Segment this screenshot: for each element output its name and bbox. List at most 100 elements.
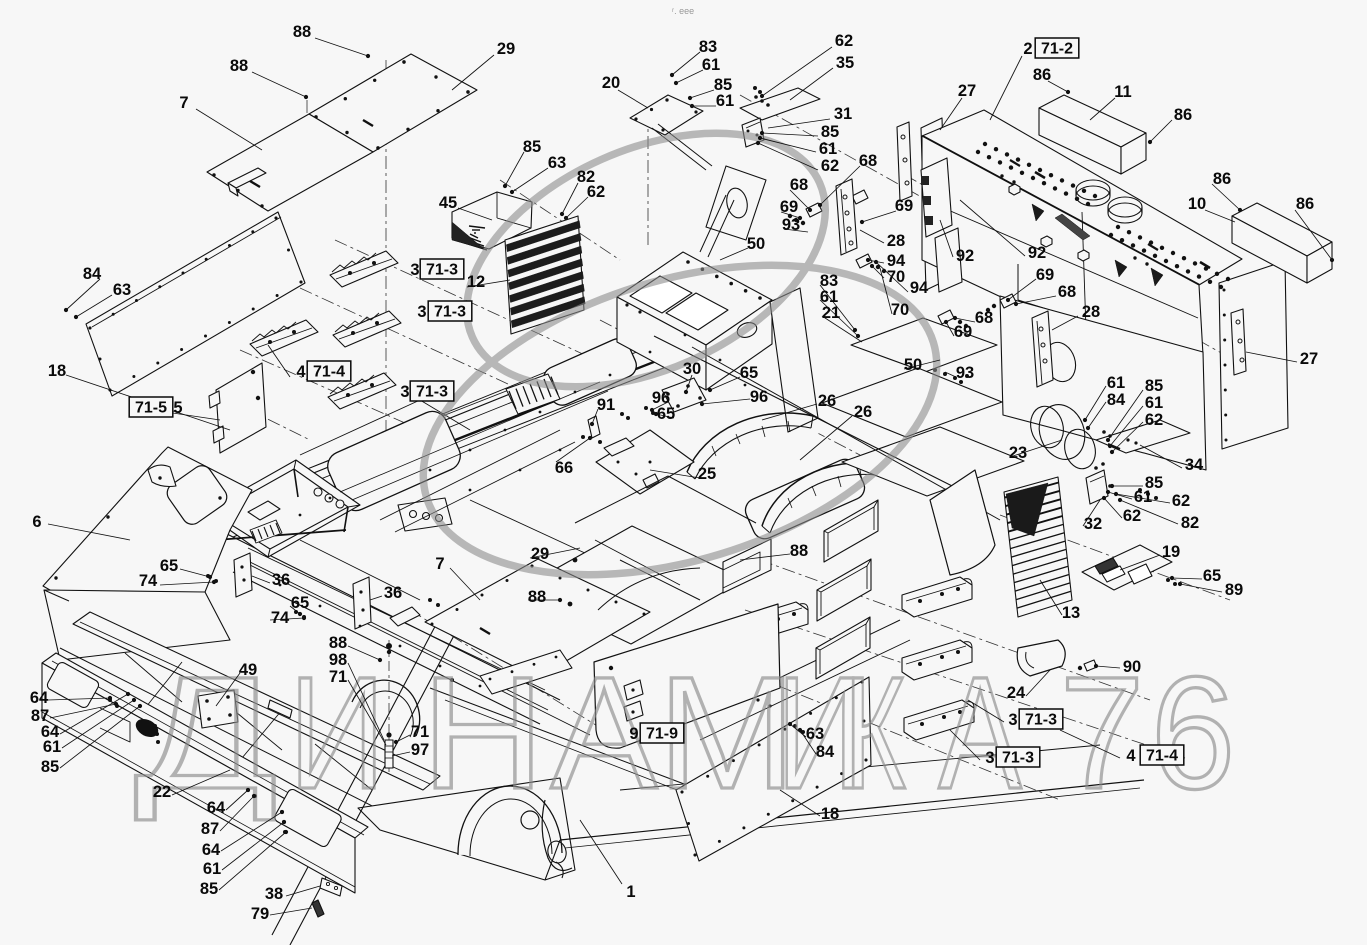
svg-text:32: 32 <box>1084 515 1102 533</box>
svg-text:64: 64 <box>202 841 221 859</box>
svg-text:И: И <box>777 643 863 822</box>
svg-text:К: К <box>844 643 906 822</box>
svg-text:26: 26 <box>854 403 872 421</box>
svg-text:18: 18 <box>821 805 839 823</box>
svg-text:82: 82 <box>577 168 595 186</box>
svg-text:61: 61 <box>1145 394 1163 412</box>
svg-text:69: 69 <box>954 323 972 341</box>
svg-text:87: 87 <box>31 707 49 725</box>
svg-text:74: 74 <box>271 609 290 627</box>
svg-text:30: 30 <box>683 360 701 378</box>
svg-text:61: 61 <box>43 738 61 756</box>
svg-text:87: 87 <box>201 820 219 838</box>
svg-text:45: 45 <box>439 194 457 212</box>
svg-text:71-3: 71-3 <box>426 262 458 279</box>
svg-text:А: А <box>938 644 1021 822</box>
svg-text:Д: Д <box>134 643 277 822</box>
svg-text:88: 88 <box>528 588 546 606</box>
svg-text:71: 71 <box>329 668 347 686</box>
svg-text:65: 65 <box>160 557 178 575</box>
svg-text:86: 86 <box>1213 170 1231 188</box>
svg-text:83: 83 <box>820 272 838 290</box>
svg-text:62: 62 <box>1123 507 1141 525</box>
svg-text:88: 88 <box>329 634 347 652</box>
svg-text:61: 61 <box>819 140 837 158</box>
svg-text:65: 65 <box>740 364 758 382</box>
svg-text:61: 61 <box>1134 488 1152 506</box>
svg-text:71-9: 71-9 <box>646 726 678 743</box>
svg-text:91: 91 <box>597 396 615 414</box>
svg-text:84: 84 <box>83 265 102 283</box>
svg-text:68: 68 <box>859 152 877 170</box>
svg-text:7: 7 <box>179 94 188 112</box>
svg-text:69: 69 <box>895 197 913 215</box>
svg-text:29: 29 <box>497 40 515 58</box>
svg-text:62: 62 <box>1145 411 1163 429</box>
svg-text:27: 27 <box>958 82 976 100</box>
svg-text:85: 85 <box>200 880 218 898</box>
svg-text:21: 21 <box>822 304 840 322</box>
svg-text:7: 7 <box>1060 644 1145 822</box>
svg-text:84: 84 <box>1107 391 1126 409</box>
svg-text:68: 68 <box>975 309 993 327</box>
svg-text:63: 63 <box>806 725 824 743</box>
svg-text:71-2: 71-2 <box>1041 41 1073 58</box>
svg-text:22: 22 <box>153 783 171 801</box>
svg-text:96: 96 <box>750 388 768 406</box>
svg-text:69: 69 <box>780 198 798 216</box>
svg-text:1: 1 <box>626 883 635 901</box>
svg-text:96: 96 <box>652 389 670 407</box>
svg-text:3: 3 <box>410 261 419 279</box>
svg-text:86: 86 <box>1033 66 1051 84</box>
svg-text:70: 70 <box>887 268 905 286</box>
svg-text:71-3: 71-3 <box>1025 712 1057 729</box>
svg-text:93: 93 <box>782 216 800 234</box>
svg-text:64: 64 <box>30 689 49 707</box>
svg-text:63: 63 <box>113 281 131 299</box>
svg-text:19: 19 <box>1162 543 1180 561</box>
svg-text:88: 88 <box>230 57 248 75</box>
svg-text:98: 98 <box>329 651 347 669</box>
svg-text:26: 26 <box>818 392 836 410</box>
svg-text:66: 66 <box>555 459 573 477</box>
svg-text:86: 86 <box>1296 195 1314 213</box>
svg-text:36: 36 <box>384 584 402 602</box>
svg-text:92: 92 <box>1028 244 1046 262</box>
svg-text:36: 36 <box>272 571 290 589</box>
svg-text:20: 20 <box>602 74 620 92</box>
svg-text:3: 3 <box>417 303 426 321</box>
svg-text:83: 83 <box>699 38 717 56</box>
svg-text:97: 97 <box>411 741 429 759</box>
svg-text:71: 71 <box>411 723 429 741</box>
svg-text:34: 34 <box>1185 456 1204 474</box>
svg-text:35: 35 <box>836 54 854 72</box>
svg-text:11: 11 <box>1114 83 1131 101</box>
svg-text:4: 4 <box>296 363 306 381</box>
svg-text:70: 70 <box>891 301 909 319</box>
svg-text:88: 88 <box>790 542 808 560</box>
svg-text:10: 10 <box>1188 195 1206 213</box>
svg-text:71-4: 71-4 <box>313 364 345 381</box>
svg-text:63: 63 <box>548 154 566 172</box>
svg-text:2: 2 <box>1023 40 1032 58</box>
svg-text:71-3: 71-3 <box>1002 750 1034 767</box>
svg-text:18: 18 <box>48 362 66 380</box>
svg-text:50: 50 <box>747 235 765 253</box>
svg-text:27: 27 <box>1300 350 1318 368</box>
svg-text:38: 38 <box>265 885 283 903</box>
svg-text:74: 74 <box>139 572 158 590</box>
svg-text:12: 12 <box>467 273 485 291</box>
svg-text:3: 3 <box>1008 711 1017 729</box>
svg-text:79: 79 <box>251 905 269 923</box>
svg-text:62: 62 <box>835 32 853 50</box>
svg-text:61: 61 <box>820 288 838 306</box>
svg-text:7: 7 <box>435 555 444 573</box>
svg-text:65: 65 <box>1203 567 1221 585</box>
svg-text:24: 24 <box>1007 684 1026 702</box>
svg-text:85: 85 <box>821 123 839 141</box>
svg-text:Н: Н <box>421 644 545 823</box>
svg-text:92: 92 <box>956 247 974 265</box>
svg-text:68: 68 <box>1058 283 1076 301</box>
svg-text:88: 88 <box>293 23 311 41</box>
svg-text:65: 65 <box>657 405 675 423</box>
